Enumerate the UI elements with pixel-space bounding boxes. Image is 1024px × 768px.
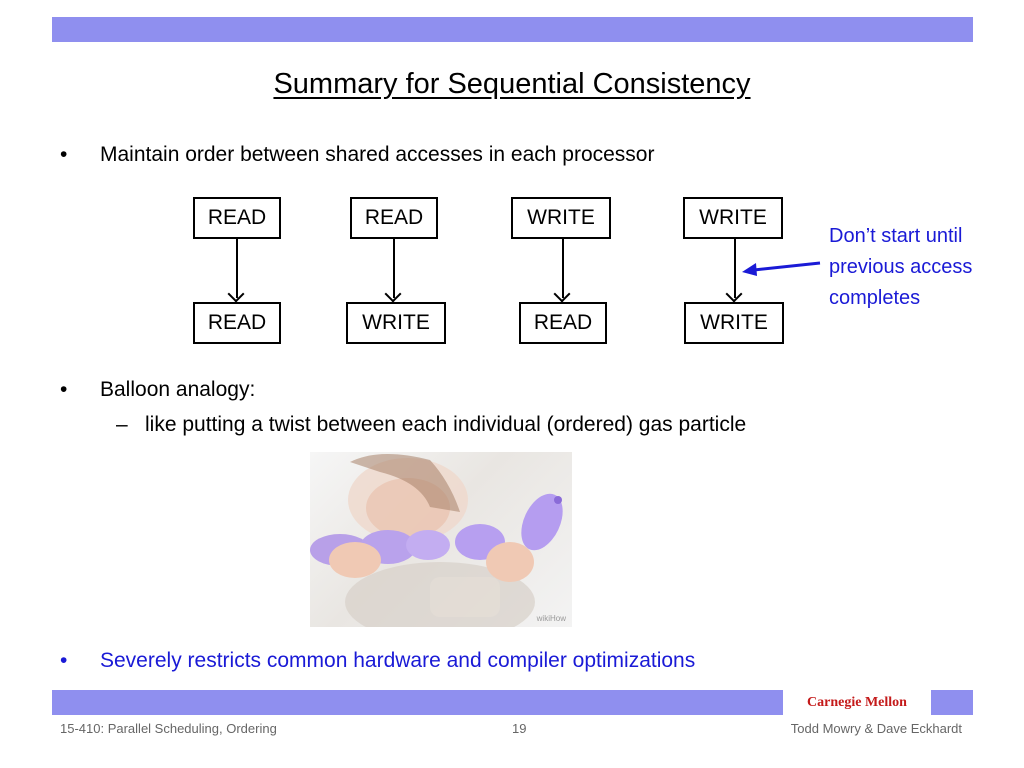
bullet-marker: • bbox=[60, 378, 68, 401]
access-box-bottom-4: WRITE bbox=[684, 302, 784, 344]
sub-bullet-text: like putting a twist between each indivi… bbox=[145, 413, 747, 436]
access-box-top-2: READ bbox=[350, 197, 438, 239]
sub-bullet-marker: – bbox=[116, 413, 128, 436]
callout-line-1: Don’t start until bbox=[829, 225, 963, 247]
callout-note: Don’t start until previous access comple… bbox=[829, 221, 972, 314]
balloon-illustration bbox=[310, 453, 563, 627]
access-box-bottom-2: WRITE bbox=[346, 302, 446, 344]
footer-authors: Todd Mowry & Dave Eckhardt bbox=[790, 721, 962, 736]
access-box-bottom-1: READ bbox=[193, 302, 281, 344]
access-box-top-3: WRITE bbox=[511, 197, 611, 239]
balloon-photo: wikiHow bbox=[310, 452, 572, 627]
access-box-top-1: READ bbox=[193, 197, 281, 239]
order-arrow-3 bbox=[562, 239, 564, 298]
order-arrow-2 bbox=[393, 239, 395, 298]
footer-bar-left bbox=[52, 690, 783, 715]
bullet-marker: • bbox=[60, 649, 68, 672]
callout-line-3: completes bbox=[829, 287, 921, 309]
bullet-text: Balloon analogy: bbox=[100, 378, 256, 401]
callout-line-2: previous access bbox=[829, 256, 973, 278]
slide-title: Summary for Sequential Consistency bbox=[273, 68, 751, 100]
bullet-marker: • bbox=[60, 143, 68, 166]
header-bar bbox=[52, 17, 973, 42]
access-box-bottom-3: READ bbox=[519, 302, 607, 344]
access-box-top-4: WRITE bbox=[683, 197, 783, 239]
callout-arrow bbox=[742, 261, 821, 276]
brand-logo-text: Carnegie Mellon bbox=[807, 694, 907, 710]
bullet-text: Maintain order between shared accesses i… bbox=[100, 143, 655, 166]
footer-bar-right bbox=[931, 690, 973, 715]
footer-page-number: 19 bbox=[512, 721, 527, 736]
order-arrow-1 bbox=[236, 239, 238, 298]
footer-course: 15-410: Parallel Scheduling, Ordering bbox=[60, 721, 277, 736]
order-arrow-4 bbox=[734, 239, 736, 298]
photo-watermark: wikiHow bbox=[536, 614, 566, 623]
bullet-text: Severely restricts common hardware and c… bbox=[100, 649, 696, 672]
